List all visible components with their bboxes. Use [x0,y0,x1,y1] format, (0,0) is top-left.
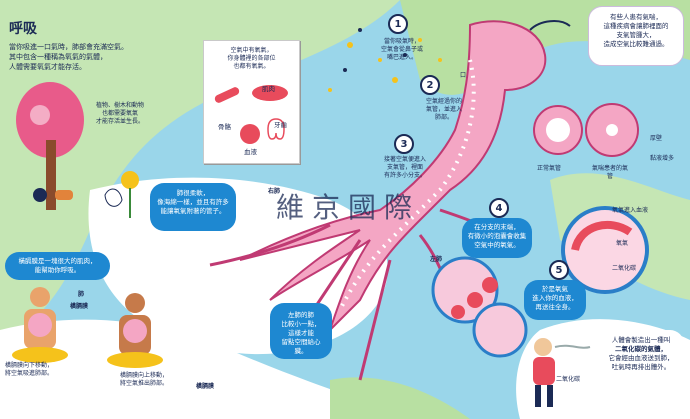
co2-line: 它會經由血液送到肺， [608,354,674,362]
diaphragm-up-line: 將空氣推出肺部。 [120,380,169,387]
step-2-text: 空氣經過你的 氣管，並進入 肺部。 [414,98,474,122]
step-line: 有許多小分支。 [383,172,426,179]
co2-out-label: 二氧化碳 [556,376,581,383]
step-line: 有微小的泡囊會收集 [467,232,527,240]
plants-line: 植物、樹木和動物 [95,102,144,109]
asthma-line: 支氣管腫大， [616,31,656,39]
oxygen-poster: 空氣中有氧氣， 你身體裡的各部位 也都有氧氣。 骨骼 肌肉 牙齒 血液 [203,40,300,164]
asthma-bubble: 有些人患有氣喘， 這種疾病會讓肺裡面的 支氣管腫大， 造成空氣比較難通過。 [588,6,684,66]
step-line: 於是氧氣 [542,285,568,293]
lungs-line: 像海綿一樣，並且有許多 [157,198,229,206]
lungs-bubble: 肺很柔軟， 像海綿一樣，並且有許多 能讓氧氣附著的管子。 [150,183,236,231]
asthma-airway-label: 氣喘患者的氣管 [591,165,628,180]
co2-label: 二氧化碳 [612,265,637,272]
step-line: 接著空氣便進入 [383,156,426,163]
intro-line: 人體需要氧氣才能存活。 [9,63,86,71]
step-2-number: 2 [420,75,440,95]
poster-label-blood: 血液 [244,148,257,156]
step-line: 支氣管，裡面 [386,164,423,171]
oxygen-in-blood-label: 氧氣進入血液 [612,207,649,214]
step-3-number: 3 [394,134,414,154]
left-lung-line: 左肺的肺 [288,311,314,319]
step-4-number: 4 [489,198,509,218]
step-line: 空氣中的氧氣。 [474,241,520,249]
step-line: 當你吸氣時， [383,38,420,45]
diaphragm-down-line: 將空氣吸進肺部。 [5,370,54,377]
mouth-label: 口 [460,72,467,79]
left-lung-line: 比較小一點， [281,320,321,328]
poster-label-bone: 骨骼 [218,123,231,131]
poster-label-muscle: 肌肉 [262,85,275,93]
lungs-line: 肺很柔軟， [176,189,210,197]
asthma-line: 造成空氣比較難通過。 [603,40,669,48]
poster-label-tooth: 牙齒 [274,121,287,129]
step-4-bubble: 在分支的末端， 有微小的泡囊會收集 空氣中的氧氣。 [462,218,532,258]
girl-exhaling [533,338,591,407]
step-line: 空氣會從鼻子或 [380,46,423,53]
asthma-line: 有些人患有氣喘， [610,13,662,21]
step-1-text: 當你吸氣時， 空氣會從鼻子或 嘴巴進入。 [372,38,432,62]
watermark: 維京國際 [276,191,421,224]
poster-line: 你身體裡的各部位 [227,55,276,62]
left-lung-bubble: 左肺的肺 比較小一點， 這樣才能 留點空間給心臟。 [270,303,332,359]
lungs-line: 能讓氧氣附著的管子。 [160,207,226,215]
diaphragm-label: 橫膈膜 [70,303,89,310]
diaphragm-bottom-label: 橫膈膜 [196,383,215,390]
step-line: 肺部。 [434,114,453,121]
step-5-bubble: 於是氧氣 進入你的血液， 再送往全身。 [524,280,586,320]
diaphragm-down-line: 橫膈膜向下移動， [5,362,54,369]
left-lung-line: 留點空間給心臟。 [281,338,321,355]
asthma-line: 這種疾病會讓肺裡面的 [603,22,669,30]
plants-line: 也都需要氧氣 [101,110,138,117]
plants-text: 植物、樹木和動物 也都需要氧氣 才能存活並生長。 [80,102,160,126]
step-1-number: 1 [388,14,408,34]
co2-bubble: 人體會製造出一種叫 二氧化碳的氣體， 它會經由血液送到肺， 吐氣時再排出體外。 [598,330,684,382]
intro-line: 當你吸進一口氣時，肺部會充滿空氣。 [9,43,128,51]
co2-line: 人體會製造出一種叫 [611,336,671,344]
co2-line: 吐氣時再排出體外。 [611,363,671,371]
diaphragm-up-text: 橫膈膜向上移動， 將空氣推出肺部。 [120,372,190,388]
diaphragm-line: 能幫助你呼吸。 [34,266,81,274]
step-line: 空氣經過你的 [425,98,462,105]
diaphragm-up-line: 橫膈膜向上移動， [120,372,169,379]
oxygen-label: 氧氣 [616,240,629,247]
co2-line: 二氧化碳的氣體， [615,345,667,353]
diaphragm-figures [12,287,163,368]
right-lung-label: 右肺 [268,188,281,195]
intro-line: 其中包含一種稱為氧氣的氣體， [9,53,107,61]
diaphragm-down-text: 橫膈膜向下移動， 將空氣吸進肺部。 [5,362,75,378]
poster-line: 空氣中有氧氣， [230,47,273,54]
step-line: 氣管，並進入 [425,106,462,113]
left-lung-label: 左肺 [430,256,443,263]
step-line: 在分支的末端， [474,223,520,231]
poster-text: 空氣中有氧氣， 你身體裡的各部位 也都有氧氣。 [204,47,299,71]
tree-illustration [16,82,139,218]
thick-wall-label: 厚壁 [650,135,663,142]
airways-comparison [533,103,639,157]
plants-line: 才能存活並生長。 [95,118,144,125]
step-line: 進入你的血液， [532,294,578,302]
diaphragm-bubble: 橫膈膜是一塊很大的肌肉， 能幫助你呼吸。 [5,252,110,280]
body-parts-icons [214,85,288,144]
step-line: 嘴巴進入。 [386,54,417,61]
poster-line: 也都有氧氣。 [233,63,270,70]
intro-text: 當你吸進一口氣時，肺部會充滿空氣。 其中包含一種稱為氧氣的氣體， 人體需要氧氣才… [9,42,189,72]
normal-airway-label: 正常氣管 [537,165,562,172]
page-title: 呼吸 [9,21,37,37]
step-5-number: 5 [549,260,569,280]
left-lung-line: 這樣才能 [288,329,314,337]
diaphragm-line: 橫膈膜是一塊很大的肌肉， [18,257,97,265]
lung-label: 肺 [78,291,85,298]
step-3-text: 接著空氣便進入 支氣管，裡面 有許多小分支。 [372,156,438,180]
mucus-label: 黏液增多 [650,155,675,162]
step-line: 再送往全身。 [535,303,575,311]
